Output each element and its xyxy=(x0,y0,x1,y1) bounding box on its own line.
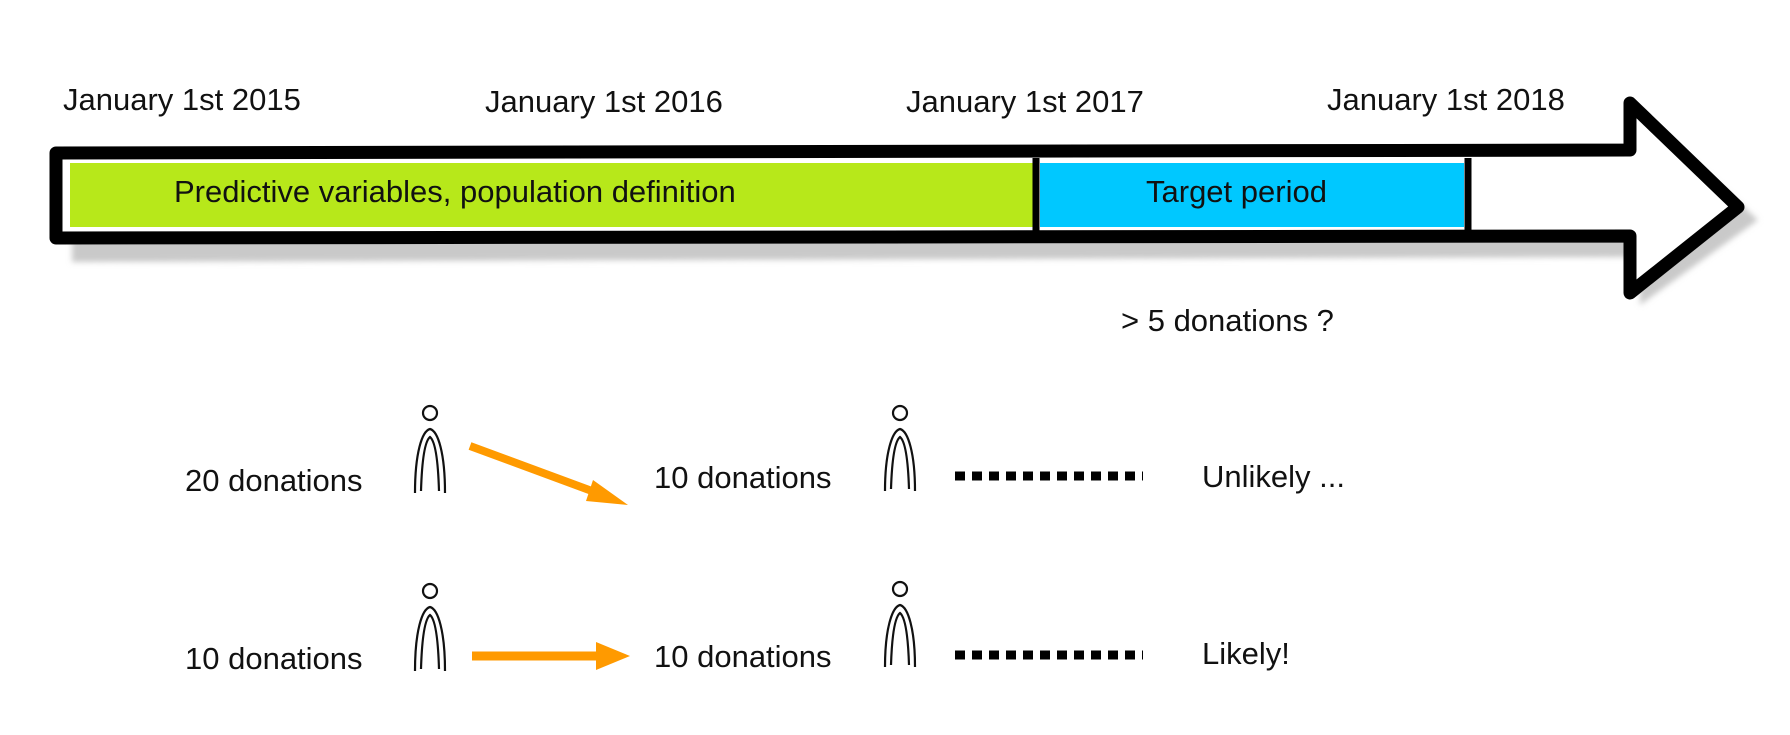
target-period-label: Target period xyxy=(1146,174,1327,209)
scenario-outcome-label: Likely! xyxy=(1202,636,1290,671)
decrease-arrow xyxy=(468,442,628,505)
scenario-after-label: 10 donations xyxy=(654,460,832,495)
person-icon xyxy=(413,582,447,672)
target-question: > 5 donations ? xyxy=(1121,303,1334,338)
scenario-after-label: 10 donations xyxy=(654,639,832,674)
person-icon xyxy=(883,580,917,668)
stable-arrow xyxy=(472,642,630,670)
predictive-period-label: Predictive variables, population definit… xyxy=(174,174,736,209)
target-period-bar xyxy=(1040,163,1464,227)
person-icon xyxy=(413,404,447,494)
date-label: January 1st 2018 xyxy=(1327,82,1565,117)
date-label: January 1st 2016 xyxy=(485,84,723,119)
scenario-outcome-label: Unlikely ... xyxy=(1202,459,1345,494)
person-icon xyxy=(883,404,917,492)
predictive-period-bar xyxy=(70,163,1033,227)
date-label: January 1st 2017 xyxy=(906,84,1144,119)
date-label: January 1st 2015 xyxy=(63,82,301,117)
scenario-before-label: 20 donations xyxy=(185,463,363,498)
scenario-before-label: 10 donations xyxy=(185,641,363,676)
